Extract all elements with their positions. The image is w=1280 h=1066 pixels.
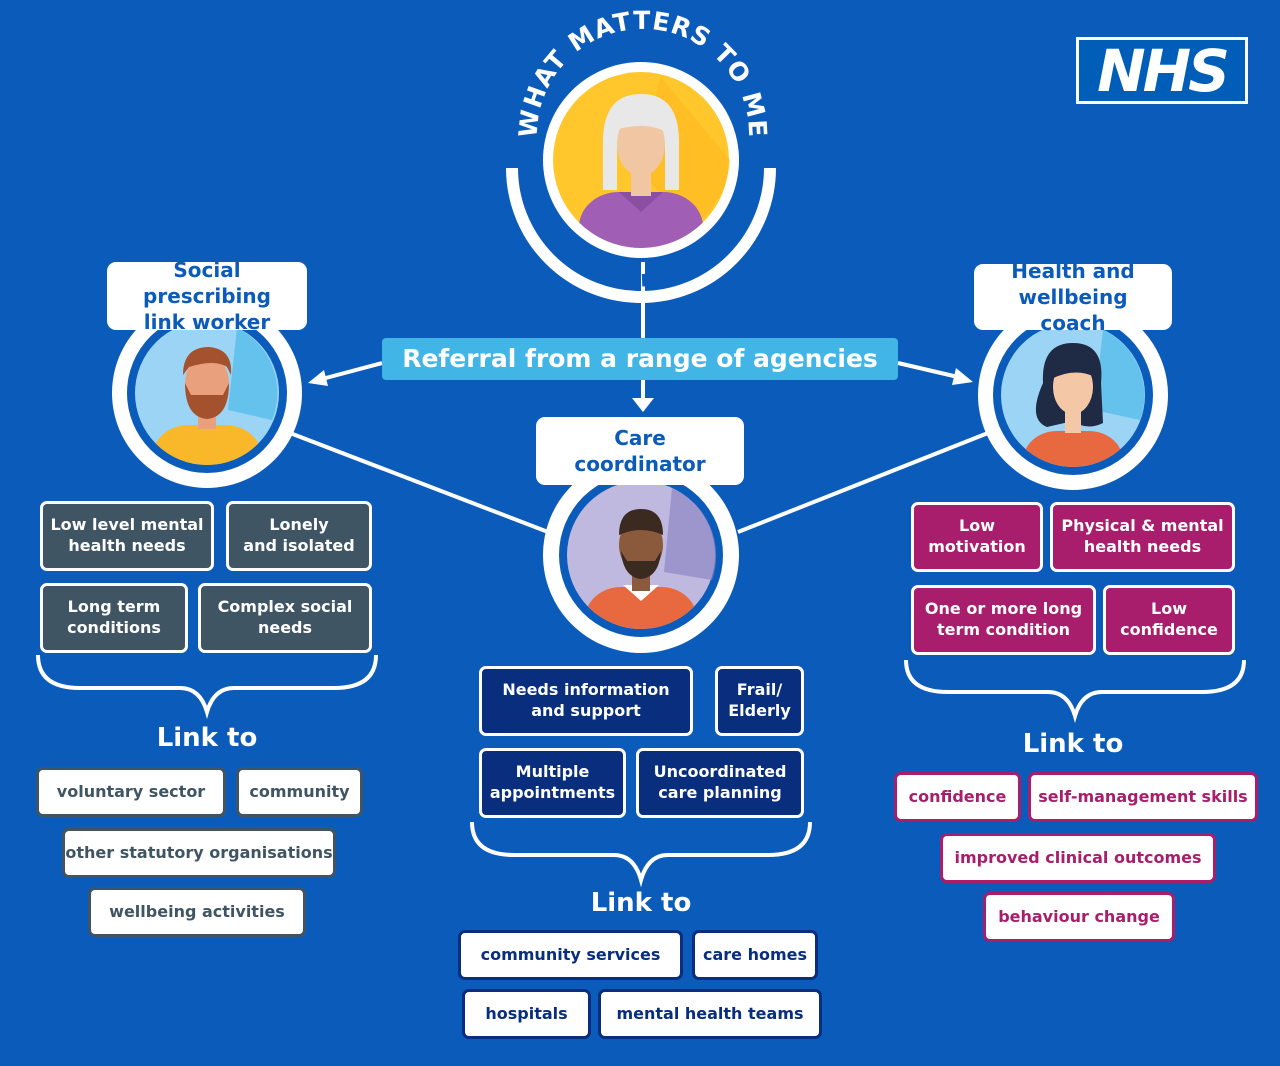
social-prescribing-title: Social prescribing link worker <box>107 258 307 334</box>
need-line: Physical & mental <box>1061 516 1224 536</box>
social-link-box: voluntary sector <box>36 767 226 817</box>
care-need-box: Needs information and support <box>479 666 693 736</box>
nhs-logo-text: NHS <box>1079 37 1245 105</box>
need-line: Multiple <box>515 762 590 782</box>
referral-to-social-line <box>321 361 383 381</box>
care-brace <box>470 821 812 888</box>
need-line: Low level mental <box>50 515 204 535</box>
referral-to-health-line <box>897 361 959 379</box>
social-link-box: other statutory organisations <box>62 828 336 878</box>
social-need-box: Long term conditions <box>40 583 188 653</box>
need-line: health needs <box>1083 537 1202 556</box>
health-need-box: Physical & mental health needs <box>1050 502 1235 572</box>
woman-avatar <box>1023 343 1123 467</box>
health-brace <box>904 659 1246 724</box>
care-need-box: Frail/ Elderly <box>715 666 804 736</box>
arrow-right-icon <box>952 368 973 385</box>
health-title-line1: Health and <box>1011 259 1135 283</box>
health-need-box: Low motivation <box>911 502 1043 572</box>
care-coordinator-avatar <box>585 509 697 629</box>
health-title-line2: wellbeing coach <box>1018 285 1128 335</box>
care-need-box: Uncoordinated care planning <box>636 748 804 818</box>
need-line: Long term <box>67 597 161 617</box>
need-line: Needs information <box>502 680 670 700</box>
care-link-box: mental health teams <box>598 989 822 1039</box>
need-line: care planning <box>658 783 782 802</box>
referral-banner: Referral from a range of agencies <box>382 338 898 380</box>
need-line: conditions <box>67 618 161 637</box>
care-need-box: Multiple appointments <box>479 748 626 818</box>
need-line: and support <box>531 701 641 720</box>
care-link-to-heading: Link to <box>590 888 692 918</box>
arrow-left-icon <box>308 370 328 386</box>
need-line: Complex social <box>217 597 353 617</box>
social-need-box: Low level mental health needs <box>40 501 214 571</box>
social-link-box: wellbeing activities <box>88 887 306 937</box>
social-title-line1: Social prescribing <box>143 258 271 308</box>
social-need-box: Lonely and isolated <box>226 501 372 571</box>
personalised-care-ring <box>506 167 776 303</box>
care-title-text: Care coordinator <box>574 426 706 476</box>
need-line: needs <box>257 618 313 637</box>
referral-text: Referral from a range of agencies <box>402 343 878 373</box>
health-link-box: confidence <box>894 772 1021 822</box>
older-person-avatar <box>579 94 703 248</box>
need-line: Low <box>959 516 995 536</box>
need-line: Frail/ <box>736 680 783 700</box>
need-line: One or more long <box>924 599 1083 619</box>
care-coordinator-title: Care coordinator <box>536 417 744 485</box>
need-line: Uncoordinated <box>653 762 787 782</box>
need-line: Low <box>1151 599 1187 619</box>
health-link-box: improved clinical outcomes <box>940 833 1216 883</box>
social-title-line2: link worker <box>143 310 271 334</box>
need-line: confidence <box>1120 620 1218 639</box>
care-link-box: hospitals <box>462 989 591 1039</box>
need-line: motivation <box>928 537 1026 556</box>
health-coach-title: Health and wellbeing coach <box>974 259 1172 335</box>
health-link-to-heading: Link to <box>1022 729 1124 759</box>
arrow-down-icon <box>632 398 654 412</box>
need-line: and isolated <box>243 536 355 555</box>
health-link-box: behaviour change <box>983 892 1175 942</box>
need-line: term condition <box>937 620 1070 639</box>
nhs-logo: NHS <box>1076 37 1248 105</box>
social-need-box: Complex social needs <box>198 583 372 653</box>
need-line: Lonely <box>269 515 329 535</box>
social-link-box: community <box>236 767 363 817</box>
health-link-box: self-management skills <box>1028 772 1258 822</box>
bearded-man-avatar <box>153 347 261 465</box>
care-to-social-line <box>289 431 549 534</box>
need-line: health needs <box>68 536 186 555</box>
need-line: Elderly <box>728 701 791 720</box>
health-need-box: Low confidence <box>1103 585 1235 655</box>
care-to-health-line <box>737 431 989 534</box>
care-link-box: community services <box>458 930 683 980</box>
need-line: appointments <box>489 783 616 802</box>
health-need-box: One or more long term condition <box>911 585 1096 655</box>
social-link-to-heading: Link to <box>156 723 258 753</box>
care-link-box: care homes <box>692 930 818 980</box>
social-brace <box>36 654 378 720</box>
